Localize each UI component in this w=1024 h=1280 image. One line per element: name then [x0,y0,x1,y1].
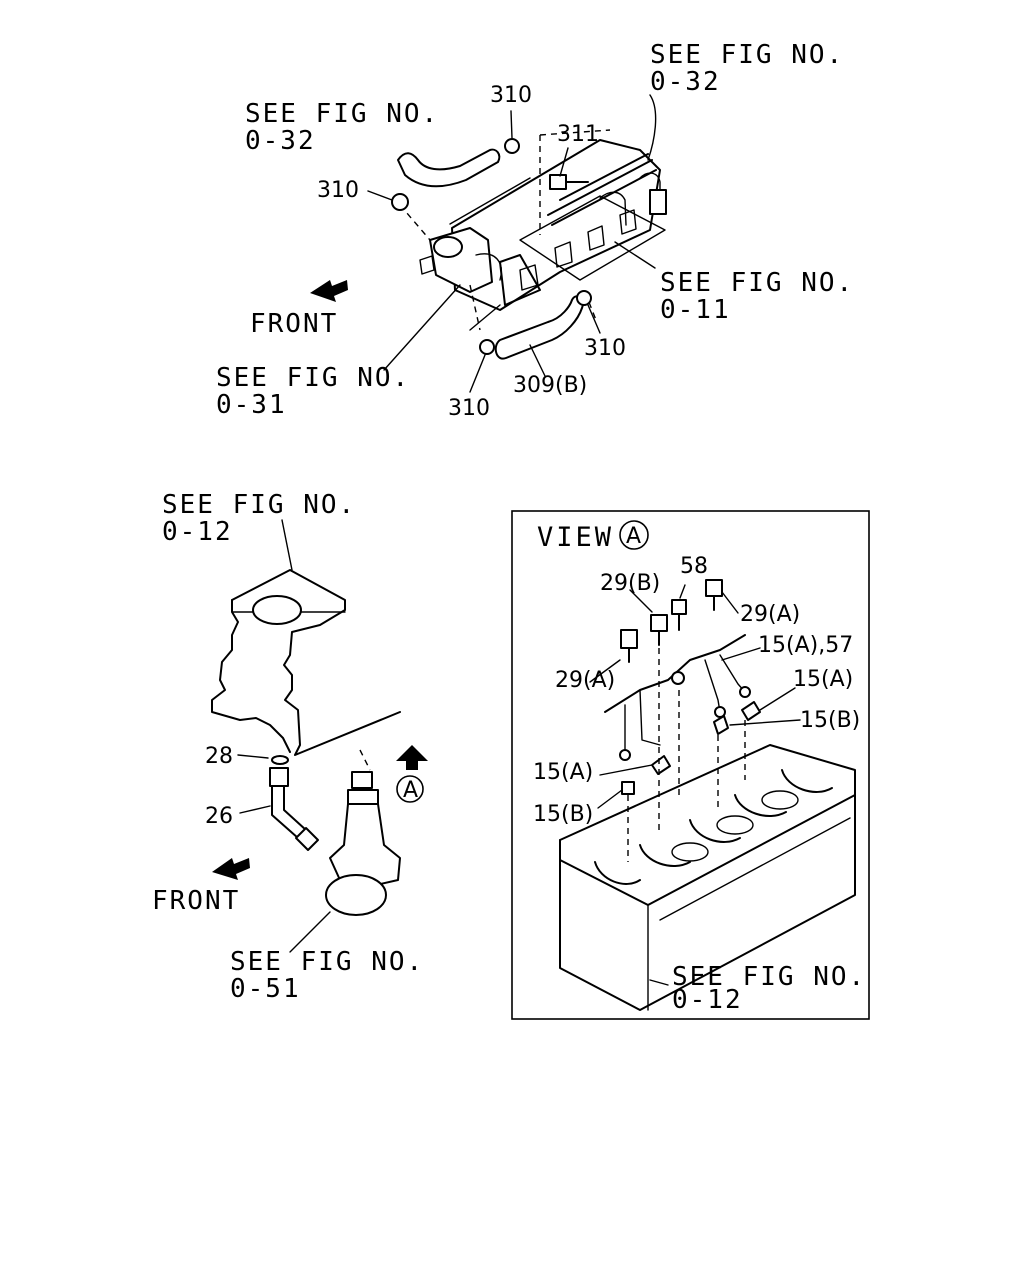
part-15a-left: 15(A) [533,760,593,785]
front-label-top: FRONT [250,309,338,339]
part-29a-left: 29(A) [555,668,615,693]
ref-mid-left-line2: 0-31 [216,390,287,420]
part-310-bottom: 310 [448,396,490,421]
front-label-bottom: FRONT [152,886,240,916]
part-29a-right: 29(A) [740,602,800,627]
ref-mid-right-line2: 0-11 [660,295,731,325]
view-a-panel [511,510,870,1020]
ref-top-right-line2: 0-32 [650,67,721,97]
ref-view-bottom-line1: SEE FIG NO. [672,962,866,992]
part-15b-left: 15(B) [533,802,593,827]
ref-lower-left-bottom-line1: SEE FIG NO. [230,947,424,977]
ref-lower-left-top-line1: SEE FIG NO. [162,490,356,520]
view-title-marker: A [626,524,641,549]
lower-left-assembly [211,519,428,953]
ref-mid-left-line1: SEE FIG NO. [216,363,410,393]
part-26: 26 [205,804,233,829]
part-310-top: 310 [490,83,532,108]
part-15a-right: 15(A) [793,667,853,692]
part-29b: 29(B) [600,571,660,596]
ref-lower-left-top-line2: 0-12 [162,517,233,547]
part-310-left: 310 [317,178,359,203]
view-title: VIEW [537,522,614,553]
ref-top-left-line1: SEE FIG NO. [245,99,439,129]
part-310-right: 310 [584,336,626,361]
ref-view-bottom-line2: 0-12 [672,985,743,1015]
ref-mid-right-line1: SEE FIG NO. [660,268,854,298]
part-15a-57: 15(A),57 [758,633,853,658]
ref-top-right-line1: SEE FIG NO. [650,40,844,70]
part-311: 311 [557,122,599,147]
ref-top-left-line2: 0-32 [245,126,316,156]
view-marker-a: A [403,778,418,803]
part-309b: 309(B) [513,373,587,398]
top-assembly [310,94,667,393]
ref-lower-left-bottom-line2: 0-51 [230,974,301,1004]
part-28: 28 [205,744,233,769]
part-15b-right: 15(B) [800,708,860,733]
part-58: 58 [680,554,708,579]
